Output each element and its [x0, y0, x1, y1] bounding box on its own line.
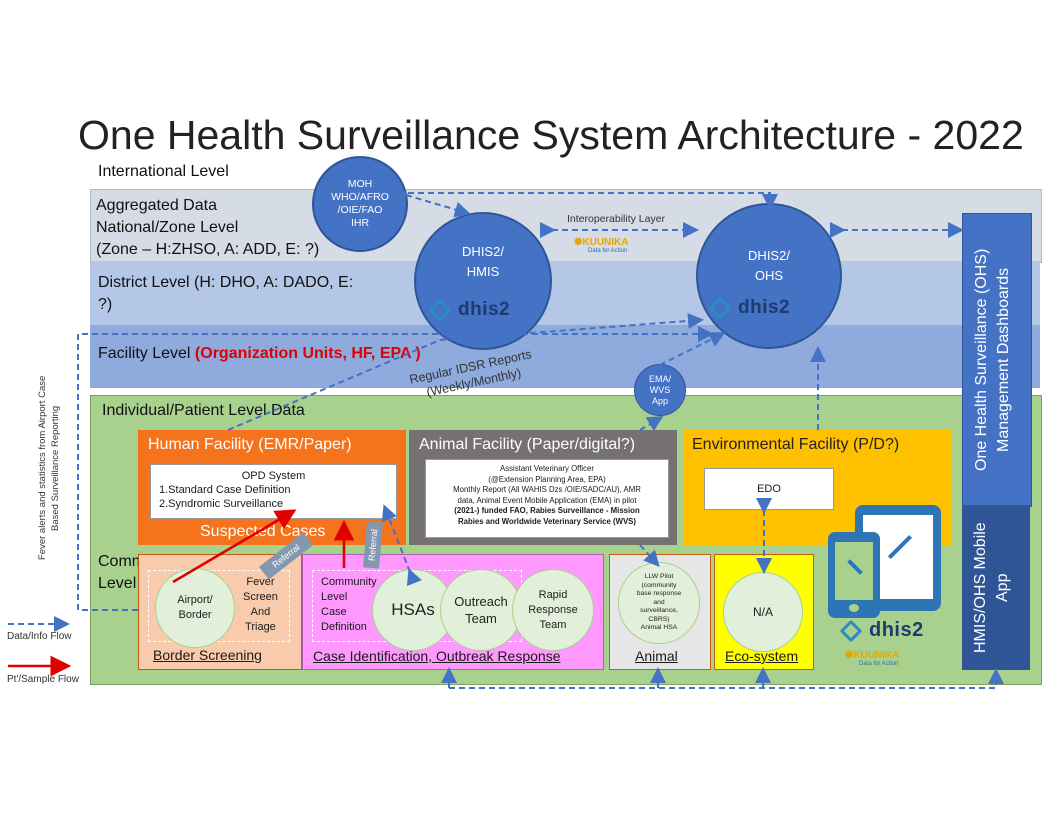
human-to-hmis-arrow	[228, 340, 440, 430]
airport-feedback-arrow	[78, 334, 710, 610]
animal-officer-to-llw-arrow	[640, 545, 657, 564]
airport-to-opd-red-arrow	[173, 512, 292, 582]
mobile-loop-arrow	[449, 672, 996, 688]
idsr-to-ohs-arrow	[440, 320, 700, 340]
animal-to-ema-arrow	[640, 418, 660, 430]
moh-to-ohs-arrow	[408, 193, 770, 206]
moh-to-hmis-arrow	[406, 195, 467, 213]
ema-to-ohs-arrow	[660, 334, 722, 365]
hsas-to-opd-arrow	[385, 508, 410, 572]
